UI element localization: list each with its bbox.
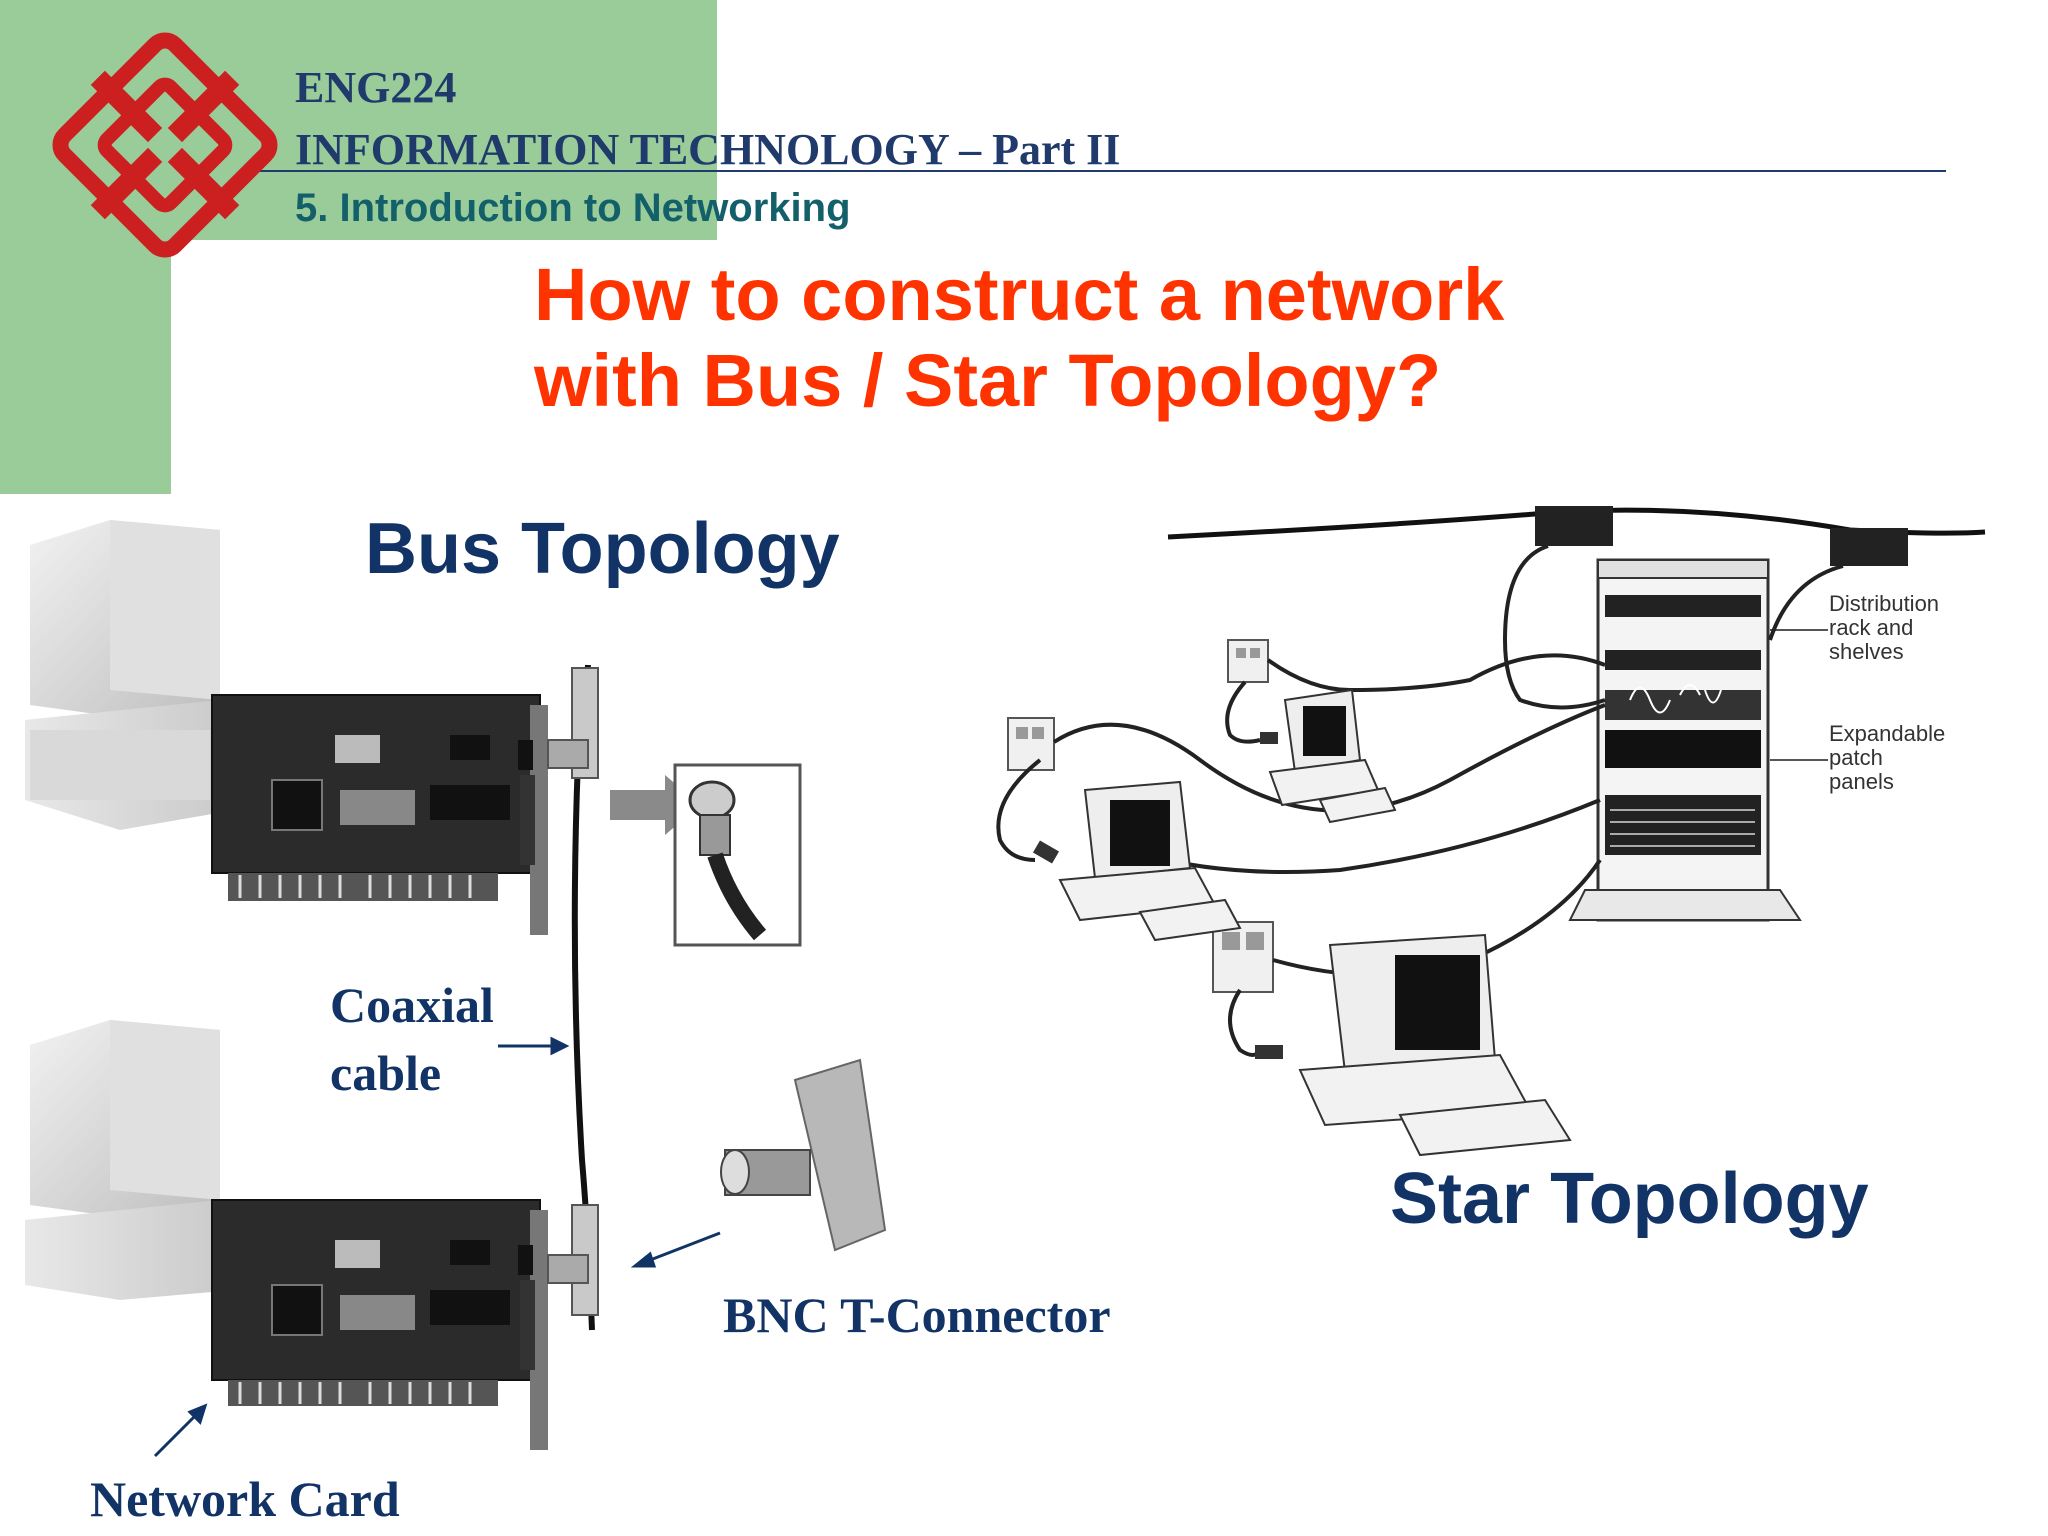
star-computer-3 (1298, 933, 1572, 1157)
bnc-t-connector-picture (720, 1058, 887, 1252)
star-computer-1 (1268, 688, 1397, 824)
bnc-arrow (630, 1231, 721, 1268)
star-topology-heading: Star Topology (1390, 1159, 1869, 1239)
backbone-cable (1167, 506, 1986, 566)
distribution-rack (1568, 558, 1802, 922)
bnc-inset (610, 763, 802, 947)
slide-title: How to construct a network with Bus / St… (534, 252, 1504, 424)
wall-jack-2 (1007, 717, 1055, 771)
bus-topology-heading: Bus Topology (365, 509, 840, 589)
callout-distribution-rack: Distribution rack and shelves (1829, 592, 1939, 664)
bnc-connector-label: BNC T-Connector (723, 1287, 1111, 1343)
callout-expandable-line3: panels (1829, 769, 1894, 794)
callout-expandable-line2: patch (1829, 745, 1883, 770)
bus-computer-2 (25, 1020, 240, 1300)
bus-network-card-2 (211, 1199, 548, 1450)
bus-network-card-1 (211, 694, 548, 935)
header-rule (258, 170, 1946, 172)
callout-patch-panels: Expandable patch panels (1829, 722, 1945, 794)
coaxial-label-line1: Coaxial (330, 977, 494, 1033)
chapter-title: 5. Introduction to Networking (295, 186, 851, 230)
callout-lines (1770, 629, 1828, 761)
coaxial-label-line2: cable (330, 1045, 442, 1101)
slide-title-line1: How to construct a network (534, 253, 1505, 336)
bus-computer-1 (25, 520, 240, 830)
t-connector-bottom (547, 1204, 599, 1316)
course-code: ENG224 (295, 63, 457, 112)
callout-distribution-line3: shelves (1829, 639, 1904, 664)
wall-jack-3 (1212, 921, 1274, 993)
callout-expandable-line1: Expandable (1829, 721, 1946, 746)
slide-title-line2: with Bus / Star Topology? (534, 339, 1442, 422)
callout-distribution-line2: rack and (1829, 615, 1914, 640)
course-title: INFORMATION TECHNOLOGY – Part II (295, 125, 1121, 174)
cable-plugs (1032, 732, 1283, 1059)
star-computer-2 (1058, 780, 1242, 942)
t-connector-top (547, 667, 599, 779)
network-card-arrow (153, 1403, 208, 1458)
coaxial-arrow (498, 1036, 570, 1056)
callout-distribution-line1: Distribution (1829, 591, 1940, 616)
wall-jack-1 (1227, 639, 1269, 683)
network-card-label: Network Card (90, 1471, 400, 1527)
